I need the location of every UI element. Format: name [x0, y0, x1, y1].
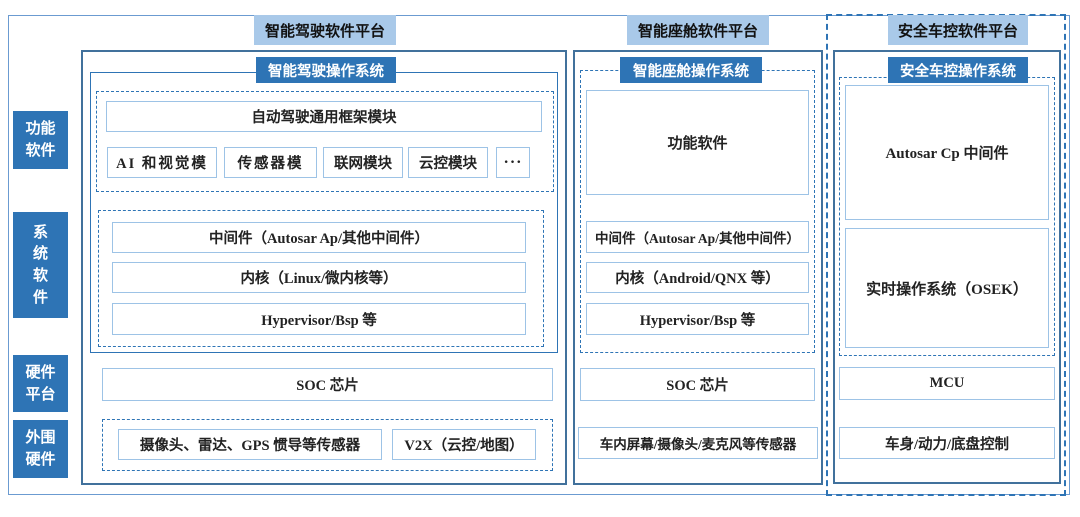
driving-soc-box: SOC 芯片 — [102, 368, 553, 401]
cockpit-kernel-box: 内核（Android/QNX 等） — [586, 262, 809, 293]
driving-framework-box: 自动驾驶通用框架模块 — [106, 101, 542, 132]
cockpit-functional-software-box: 功能软件 — [586, 90, 809, 195]
cockpit-os-header: 智能座舱操作系统 — [620, 57, 762, 83]
cockpit-hypervisor-box: Hypervisor/Bsp 等 — [586, 303, 809, 335]
driving-module-sensor: 传感器模 — [224, 147, 317, 178]
cockpit-soc-box: SOC 芯片 — [580, 368, 815, 401]
row-label-hardware-platform: 硬件 平台 — [13, 355, 68, 412]
control-platform-header: 安全车控软件平台 — [888, 15, 1028, 45]
control-os-header: 安全车控操作系统 — [888, 57, 1028, 83]
driving-module-ai-vision: AI 和视觉模 — [107, 147, 217, 178]
driving-platform-header: 智能驾驶软件平台 — [254, 15, 396, 45]
driving-sensors-box: 摄像头、雷达、GPS 惯导等传感器 — [118, 429, 382, 460]
driving-os-header: 智能驾驶操作系统 — [256, 57, 396, 83]
driving-module-cloud: 云控模块 — [408, 147, 488, 178]
driving-module-network: 联网模块 — [323, 147, 403, 178]
cockpit-sensors-box: 车内屏幕/摄像头/麦克风等传感器 — [578, 427, 818, 459]
row-label-system-software: 系 统 软 件 — [13, 212, 68, 318]
cockpit-platform-header: 智能座舱软件平台 — [627, 15, 769, 45]
driving-middleware-box: 中间件（Autosar Ap/其他中间件） — [112, 222, 526, 253]
driving-v2x-box: V2X（云控/地图） — [392, 429, 536, 460]
cockpit-middleware-box: 中间件（Autosar Ap/其他中间件） — [586, 221, 809, 253]
control-mcu-box: MCU — [839, 367, 1055, 400]
row-label-functional-software: 功能 软件 — [13, 111, 68, 169]
driving-module-more: ··· — [496, 147, 530, 178]
control-middleware-box: Autosar Cp 中间件 — [845, 85, 1049, 220]
driving-kernel-box: 内核（Linux/微内核等） — [112, 262, 526, 293]
control-body-control-box: 车身/动力/底盘控制 — [839, 427, 1055, 459]
control-rtos-box: 实时操作系统（OSEK） — [845, 228, 1049, 348]
driving-hypervisor-box: Hypervisor/Bsp 等 — [112, 303, 526, 335]
row-label-peripheral-hardware: 外围 硬件 — [13, 420, 68, 478]
